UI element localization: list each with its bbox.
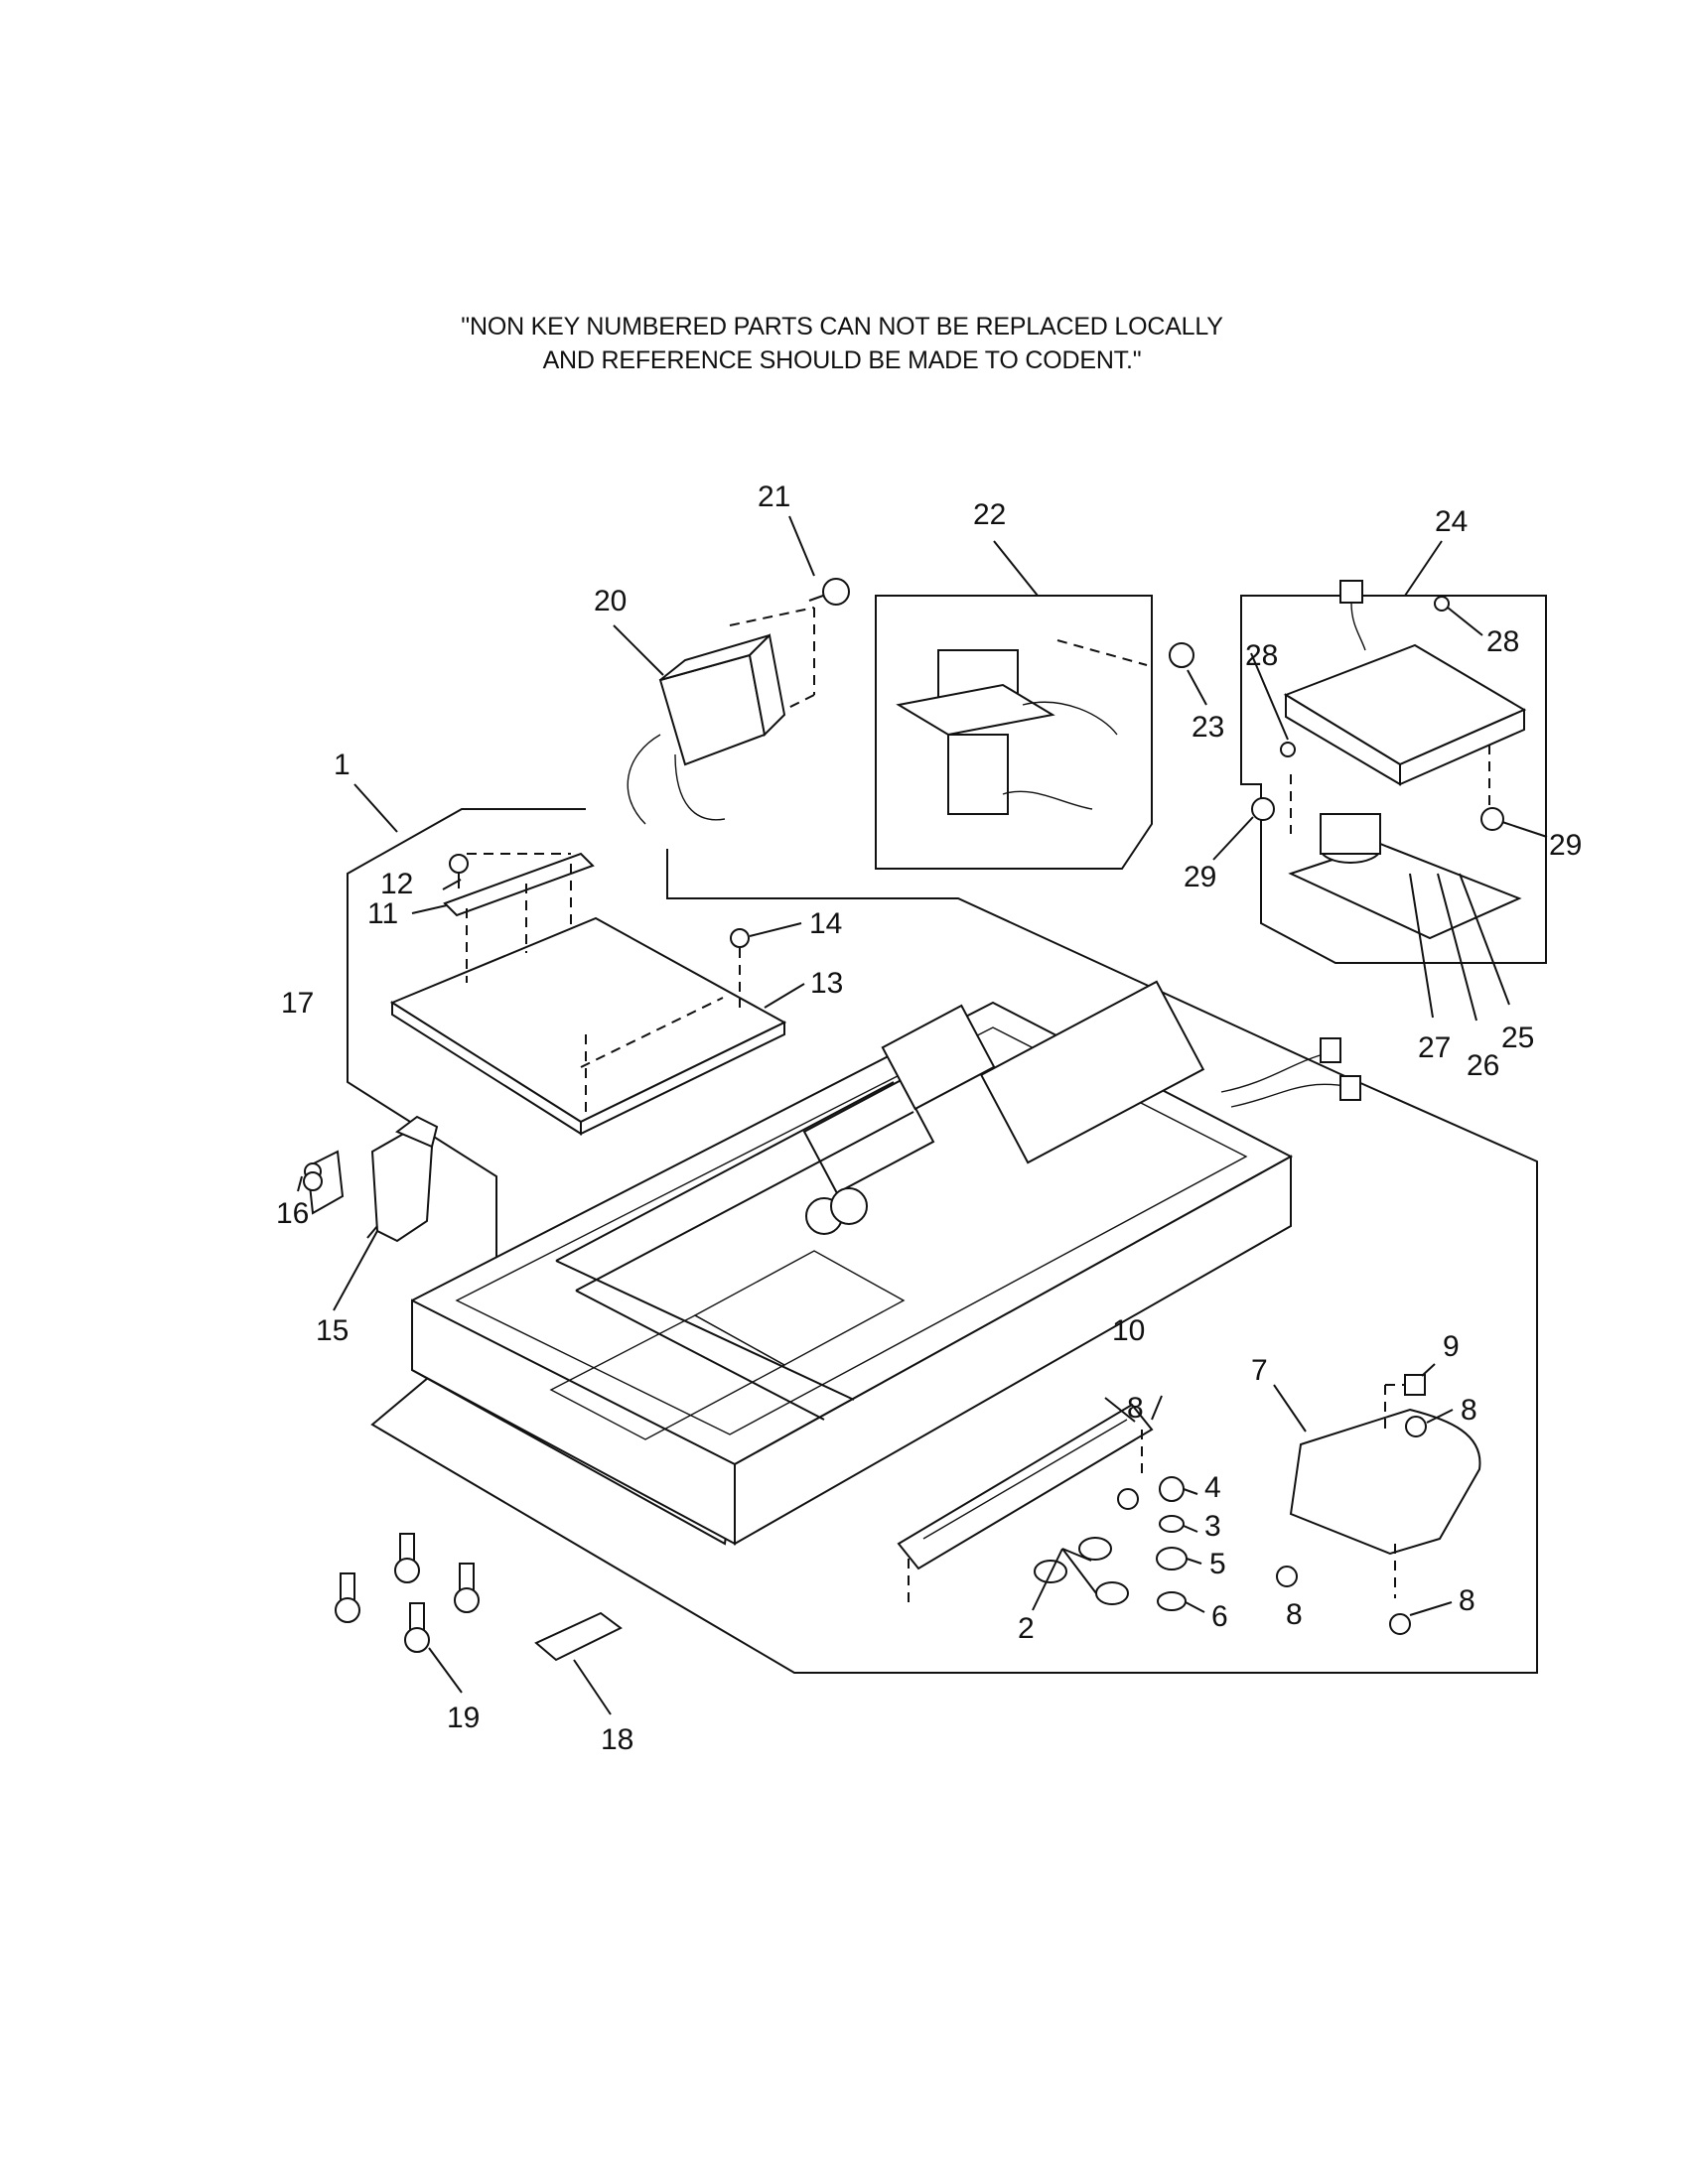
spring-4 — [1159, 1476, 1185, 1502]
callout-8-d: 8 — [1459, 1584, 1475, 1617]
callout-11: 11 — [367, 897, 398, 930]
damper-5 — [1156, 1547, 1188, 1570]
note-line-1: "NON KEY NUMBERED PARTS CAN NOT BE REPLA… — [461, 313, 1223, 341]
washer-3 — [1159, 1515, 1185, 1533]
callout-9: 9 — [1443, 1330, 1460, 1363]
callout-24: 24 — [1435, 505, 1468, 538]
assembly-1-outline — [347, 808, 1538, 1674]
screw-28-a — [1434, 596, 1450, 612]
callout-2: 2 — [1018, 1612, 1035, 1645]
screw-23 — [1169, 642, 1194, 668]
spacer-29-a — [1251, 797, 1275, 821]
cover-7 — [1289, 1384, 1481, 1598]
callout-29-a: 29 — [1184, 861, 1216, 893]
base-tray — [411, 980, 1361, 1546]
callout-12: 12 — [380, 868, 413, 900]
feet-2 — [1034, 1537, 1129, 1605]
callout-28-b: 28 — [1486, 625, 1519, 658]
screw-21 — [808, 578, 850, 606]
plate-10 — [897, 1403, 1154, 1603]
bracket-11 — [443, 852, 595, 983]
callout-25: 25 — [1501, 1022, 1534, 1054]
top-plate-13 — [389, 916, 787, 1136]
callout-21: 21 — [758, 480, 790, 513]
board-assembly-24-box — [1240, 580, 1547, 964]
washer-6 — [1157, 1591, 1187, 1611]
callout-10: 10 — [1112, 1314, 1145, 1347]
callout-4: 4 — [1204, 1471, 1221, 1504]
clip-18 — [534, 1611, 623, 1662]
callout-16: 16 — [276, 1197, 309, 1230]
callout-3: 3 — [1204, 1510, 1221, 1543]
callout-14: 14 — [809, 907, 842, 940]
callout-28-a: 28 — [1245, 639, 1278, 672]
callout-17: 17 — [281, 987, 314, 1020]
screw-14 — [730, 928, 750, 1008]
replacement-note: "NON KEY NUMBERED PARTS CAN NOT BE REPLA… — [0, 310, 1684, 377]
bracket-15 — [370, 1115, 439, 1243]
callout-26: 26 — [1467, 1049, 1499, 1082]
screw-16 — [303, 1162, 323, 1191]
callout-7: 7 — [1251, 1354, 1268, 1387]
foot-8-b — [1405, 1416, 1427, 1437]
callout-8-a: 8 — [1127, 1392, 1144, 1425]
leader-lines — [297, 515, 1548, 1715]
foot-8-d — [1389, 1613, 1411, 1635]
transformer-20 — [627, 607, 815, 825]
transformer-assembly-22-box — [875, 595, 1153, 870]
nut-9 — [1404, 1374, 1426, 1396]
callout-27: 27 — [1418, 1031, 1451, 1064]
callout-13: 13 — [810, 967, 843, 1000]
callout-8-c: 8 — [1286, 1598, 1303, 1631]
foot-8-c — [1276, 1566, 1298, 1587]
spacer-29-b — [1480, 807, 1504, 831]
callout-20: 20 — [594, 585, 627, 617]
callout-5: 5 — [1209, 1548, 1226, 1580]
note-line-2: AND REFERENCE SHOULD BE MADE TO CODENT." — [542, 346, 1142, 374]
callout-29-b: 29 — [1549, 829, 1582, 862]
callout-22: 22 — [973, 498, 1006, 531]
callout-labels: 1 2 3 4 5 6 7 8 8 8 8 9 10 11 12 13 14 1… — [276, 480, 1582, 1756]
callout-8-b: 8 — [1461, 1394, 1477, 1427]
callout-18: 18 — [601, 1723, 633, 1756]
screw-28-b — [1280, 742, 1296, 757]
foot-8-a — [1117, 1488, 1139, 1510]
callout-19: 19 — [447, 1702, 480, 1734]
callout-23: 23 — [1192, 711, 1224, 744]
callout-6: 6 — [1211, 1600, 1228, 1633]
callout-15: 15 — [316, 1314, 349, 1347]
screws-19 — [335, 1533, 480, 1653]
callout-1: 1 — [334, 749, 351, 781]
